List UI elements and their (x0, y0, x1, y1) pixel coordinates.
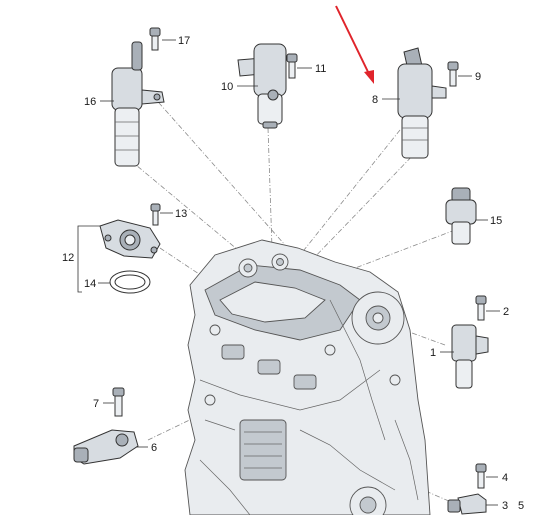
callout-3: 3 (502, 500, 508, 512)
leader-lines (77, 39, 500, 506)
part-3-sensor (447, 493, 487, 515)
callout-6: 6 (151, 442, 157, 454)
engine-block (184, 239, 431, 515)
pointer-arrow (335, 5, 374, 84)
callout-13: 13 (175, 208, 187, 220)
part-6-knock-sensor (73, 429, 139, 465)
callout-14: 14 (84, 278, 96, 290)
part-10-control-valve (237, 43, 287, 129)
part-9-bolt (447, 61, 459, 87)
callout-1: 1 (430, 347, 436, 359)
callout-labels: 1 2 3 4 5 6 7 8 9 10 11 12 13 14 15 16 1… (62, 35, 524, 512)
part-12-sensor-housing (99, 219, 161, 259)
callout-17: 17 (178, 35, 190, 47)
callout-2: 2 (503, 306, 509, 318)
callout-8: 8 (372, 94, 378, 106)
part-15-sensor (445, 187, 477, 245)
part-7-bolt (112, 387, 125, 417)
callout-16: 16 (84, 96, 96, 108)
part-11-bolt (286, 53, 298, 79)
part-17-bolt (149, 27, 161, 51)
part-1-sensor (451, 324, 489, 389)
part-2-bolt (475, 295, 487, 321)
callout-7: 7 (93, 398, 99, 410)
callout-12: 12 (62, 252, 74, 264)
part-4-bolt (475, 463, 487, 489)
part-16-control-valve (111, 41, 165, 167)
part-14-seal-ring (109, 270, 151, 294)
part-8-adjustment-valve (397, 47, 447, 159)
callout-4: 4 (502, 472, 508, 484)
callout-5: 5 (518, 500, 524, 512)
callout-10: 10 (221, 81, 233, 93)
callout-9: 9 (475, 71, 481, 83)
callout-15: 15 (490, 215, 502, 227)
callout-11: 11 (315, 63, 326, 75)
part-13-bolt (150, 203, 161, 226)
